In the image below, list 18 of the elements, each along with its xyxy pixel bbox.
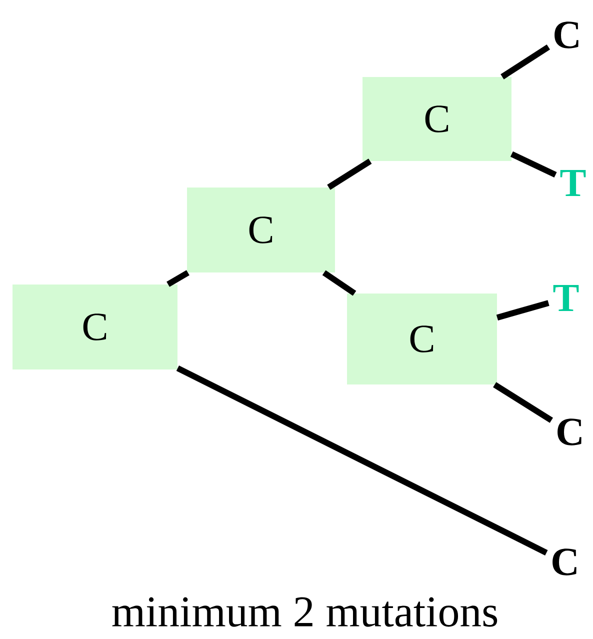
branch-line bbox=[166, 270, 190, 287]
caption: minimum 2 mutations bbox=[112, 597, 498, 627]
leaf-label: C bbox=[558, 418, 582, 446]
branch-line bbox=[510, 151, 557, 178]
branch-line bbox=[176, 366, 548, 556]
state-box: C bbox=[347, 294, 497, 384]
state-box: C bbox=[187, 188, 335, 272]
state-box: C bbox=[362, 77, 512, 161]
state-box: C bbox=[12, 284, 178, 370]
leaf-label: C bbox=[554, 22, 578, 48]
branch-line bbox=[493, 382, 553, 423]
branch-line bbox=[322, 270, 356, 296]
branch-line bbox=[327, 158, 372, 190]
leaf-label: C bbox=[552, 548, 576, 576]
leaf-label: T bbox=[553, 284, 579, 312]
branch-line bbox=[500, 44, 550, 80]
branch-line bbox=[496, 300, 550, 320]
leaf-label: T bbox=[560, 170, 586, 196]
